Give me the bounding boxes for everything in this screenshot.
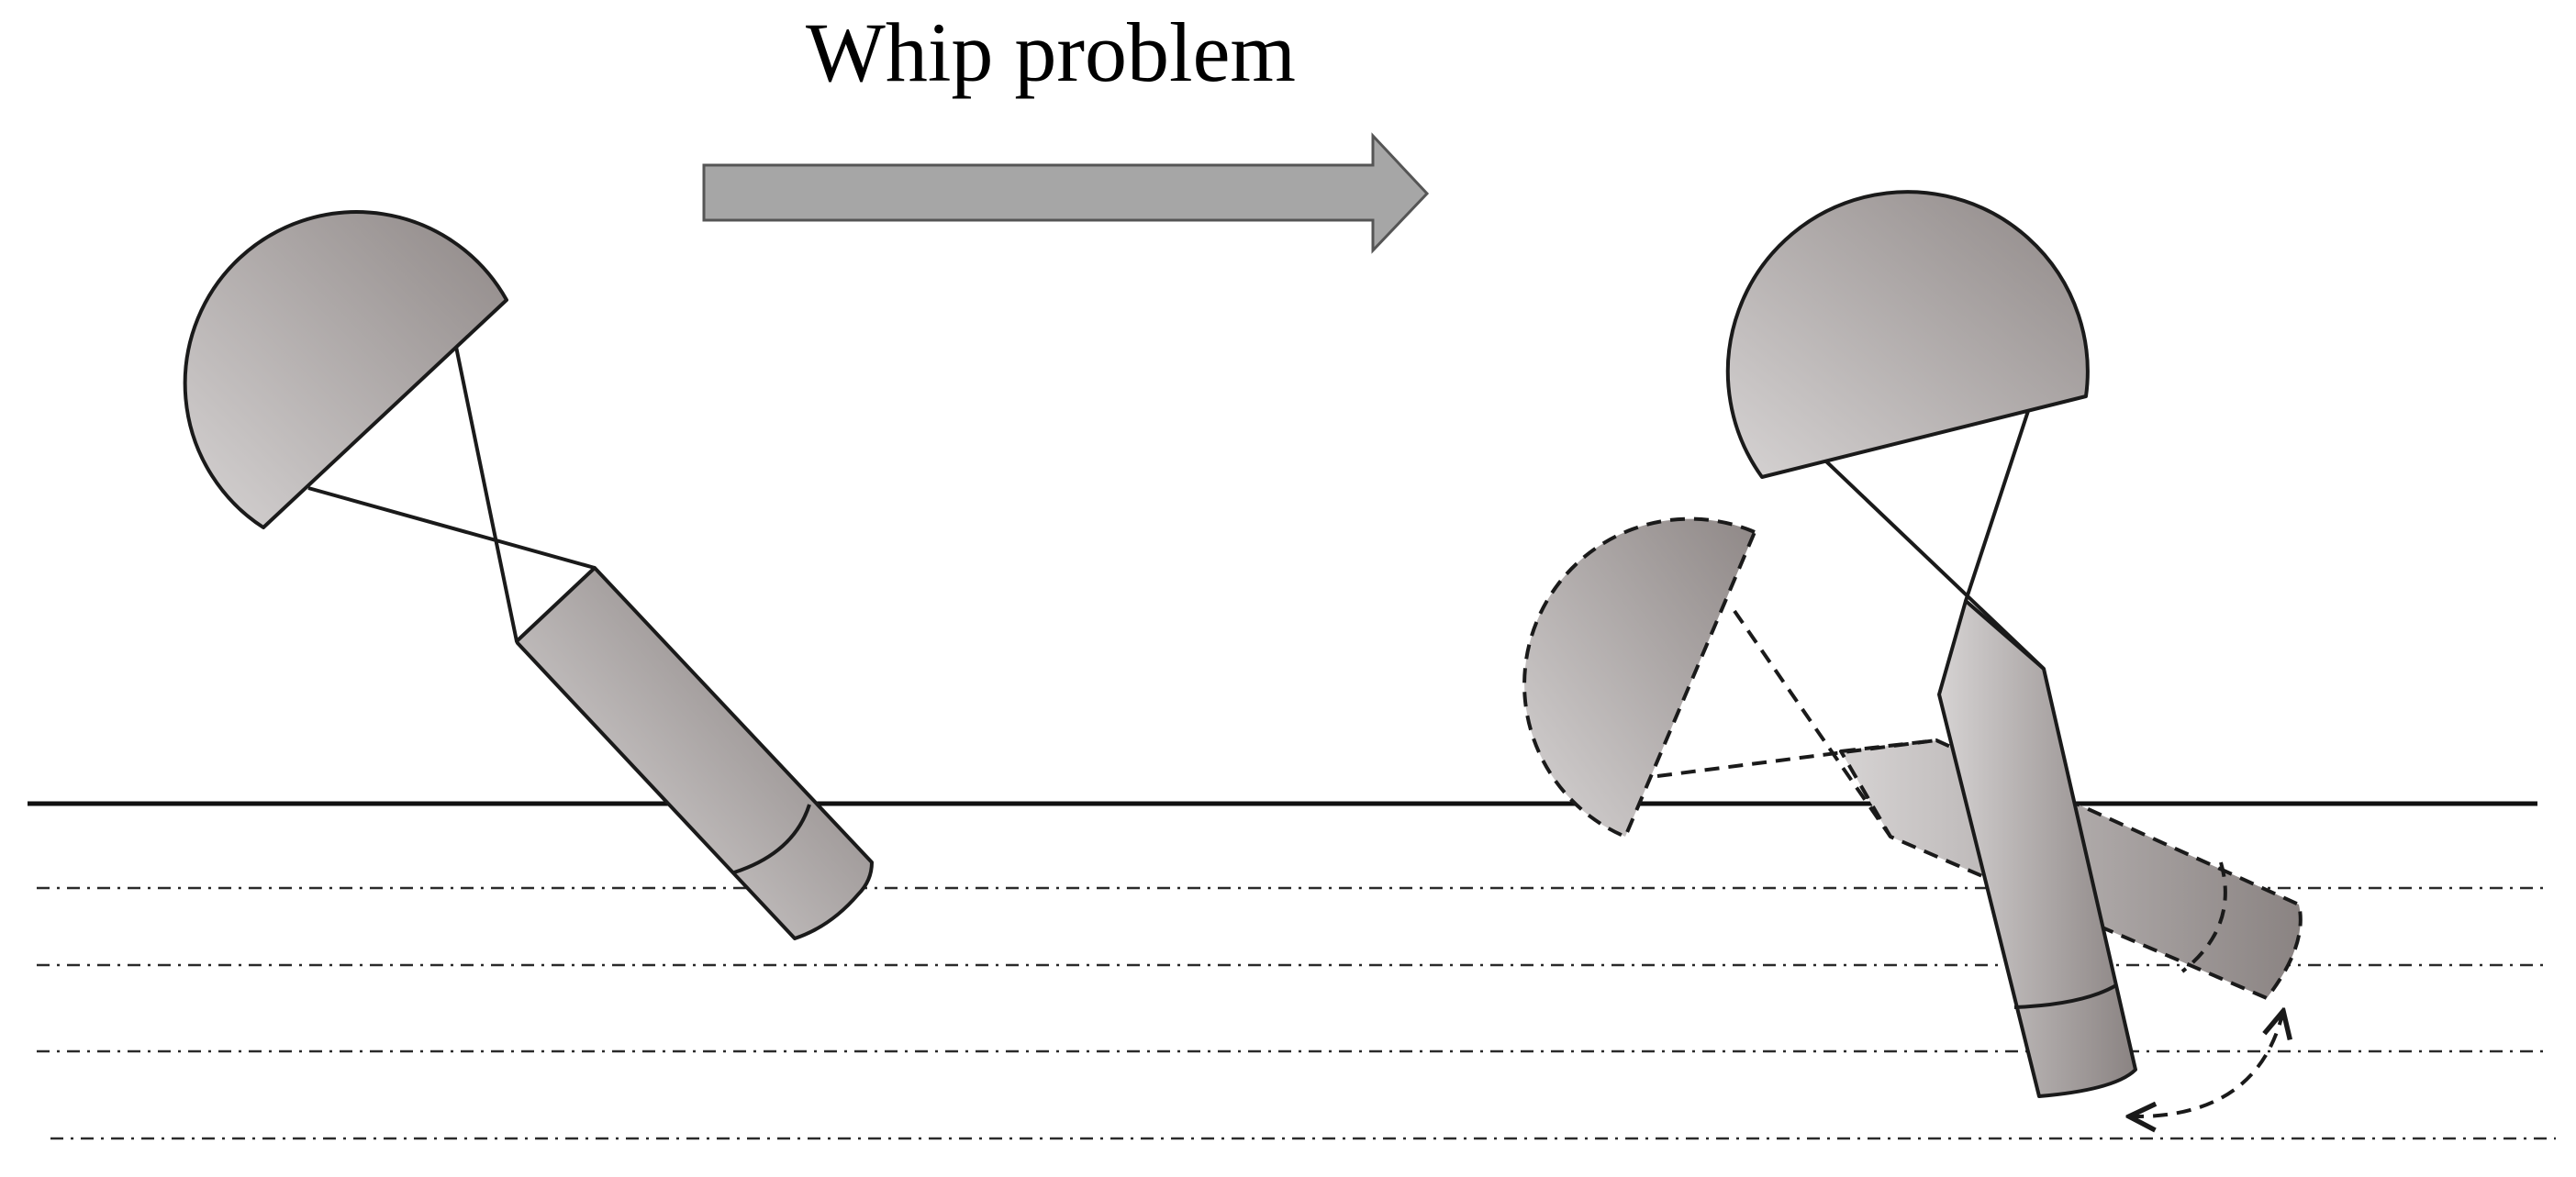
- parachute-canopy: [1725, 190, 2090, 479]
- nose-section-line: [2013, 983, 2118, 1009]
- curved-double-arrow-icon: [2129, 1011, 2283, 1116]
- projectile-ghost: [1522, 516, 2303, 1000]
- suspension-line: [307, 486, 596, 570]
- parachute-canopy: [183, 210, 508, 529]
- suspension-line: [454, 346, 519, 642]
- suspension-line: [1824, 460, 2046, 671]
- ghost-suspension-line: [1733, 609, 1892, 838]
- nose-section-line: [733, 804, 811, 874]
- projectile-body: [1937, 599, 2137, 1098]
- diagram-title: Whip problem: [806, 6, 1296, 99]
- right-arrow-icon: [702, 132, 1430, 254]
- projectile-initial: [183, 210, 874, 940]
- suspension-line: [1964, 410, 2030, 602]
- projectile-body: [515, 566, 874, 940]
- ghost-nose-section-line: [2180, 861, 2227, 973]
- projectile-current: [1725, 190, 2137, 1098]
- ghost-parachute-canopy: [1522, 516, 1756, 838]
